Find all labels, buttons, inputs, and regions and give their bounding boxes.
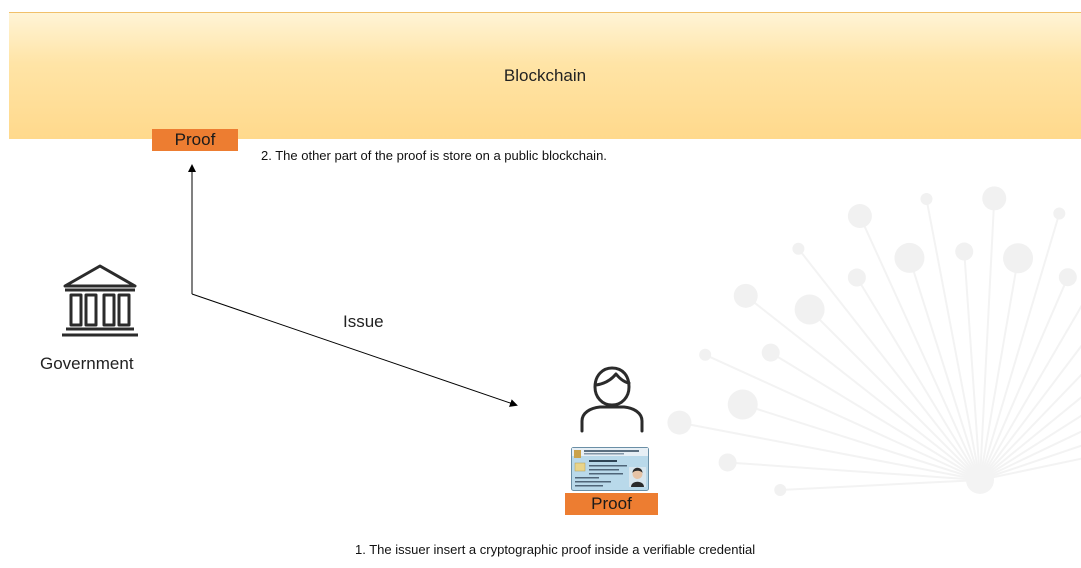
issue-label: Issue	[343, 312, 384, 331]
note-issuer-proof: 1. The issuer insert a cryptographic pro…	[355, 542, 756, 557]
blockchain-label: Blockchain	[503, 66, 587, 85]
arrow-issue	[191, 293, 518, 407]
person-icon	[580, 366, 644, 433]
blockchain-band: Blockchain	[9, 12, 1081, 139]
proof-on-blockchain: Proof	[152, 129, 238, 151]
proof-on-credential: Proof	[565, 493, 658, 515]
government-label: Government	[40, 354, 134, 373]
note-blockchain-proof: 2. The other part of the proof is store …	[261, 148, 607, 163]
government-building-icon	[62, 264, 138, 337]
id-card-icon	[571, 447, 649, 491]
